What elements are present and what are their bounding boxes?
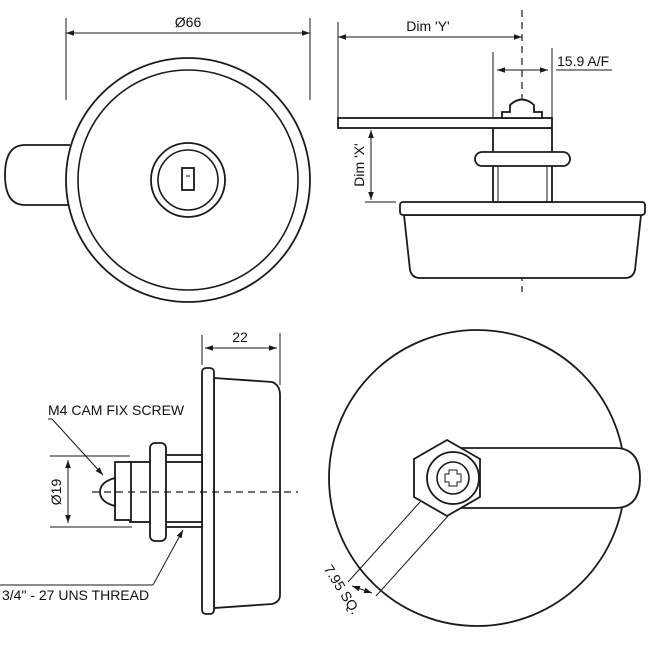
cup-flange: [399, 201, 646, 216]
rear-view: 7.95 SQ.: [321, 329, 641, 627]
plug-outer: [426, 451, 480, 505]
depth-label: 22: [232, 329, 248, 345]
lock-nut: [474, 151, 571, 167]
section-view: 22 M4 CAM FIX SCREW Ø19 3/4" - 27 UNS TH…: [0, 329, 298, 615]
handle-stub: [4, 144, 70, 206]
cup-body: [402, 214, 643, 279]
plug-head: [114, 461, 132, 521]
thread-label: 3/4" - 27 UNS THREAD: [2, 587, 149, 603]
front-diameter-label: Ø66: [175, 14, 202, 30]
side-view: Dim 'Y' 15.9 A/F Dim 'X': [337, 10, 646, 292]
front-view: Ø66: [4, 14, 311, 303]
thread-leader: [152, 529, 184, 586]
inner-rim: [77, 69, 299, 291]
cam-plate: [337, 117, 553, 129]
plug-diameter-label: Ø19: [48, 479, 64, 506]
cam-screw-head: [501, 98, 543, 119]
key-plug: [157, 149, 219, 211]
flange-side: [201, 367, 215, 615]
screw-label: M4 CAM FIX SCREW: [48, 402, 185, 418]
cross-screw-icon: [444, 469, 462, 487]
cup-side: [213, 377, 281, 609]
keyhole-icon: [181, 167, 195, 191]
square-label: 7.95 SQ.: [321, 562, 364, 617]
dim-y-label: Dim 'Y': [406, 18, 449, 34]
screw-leader: [51, 418, 104, 476]
cam-lever: [446, 447, 641, 509]
dim-x-label: Dim 'X': [351, 143, 367, 186]
square-dimension-line: [351, 585, 373, 594]
across-flats-label: 15.9 A/F: [557, 53, 609, 69]
plug-inner: [436, 461, 470, 495]
